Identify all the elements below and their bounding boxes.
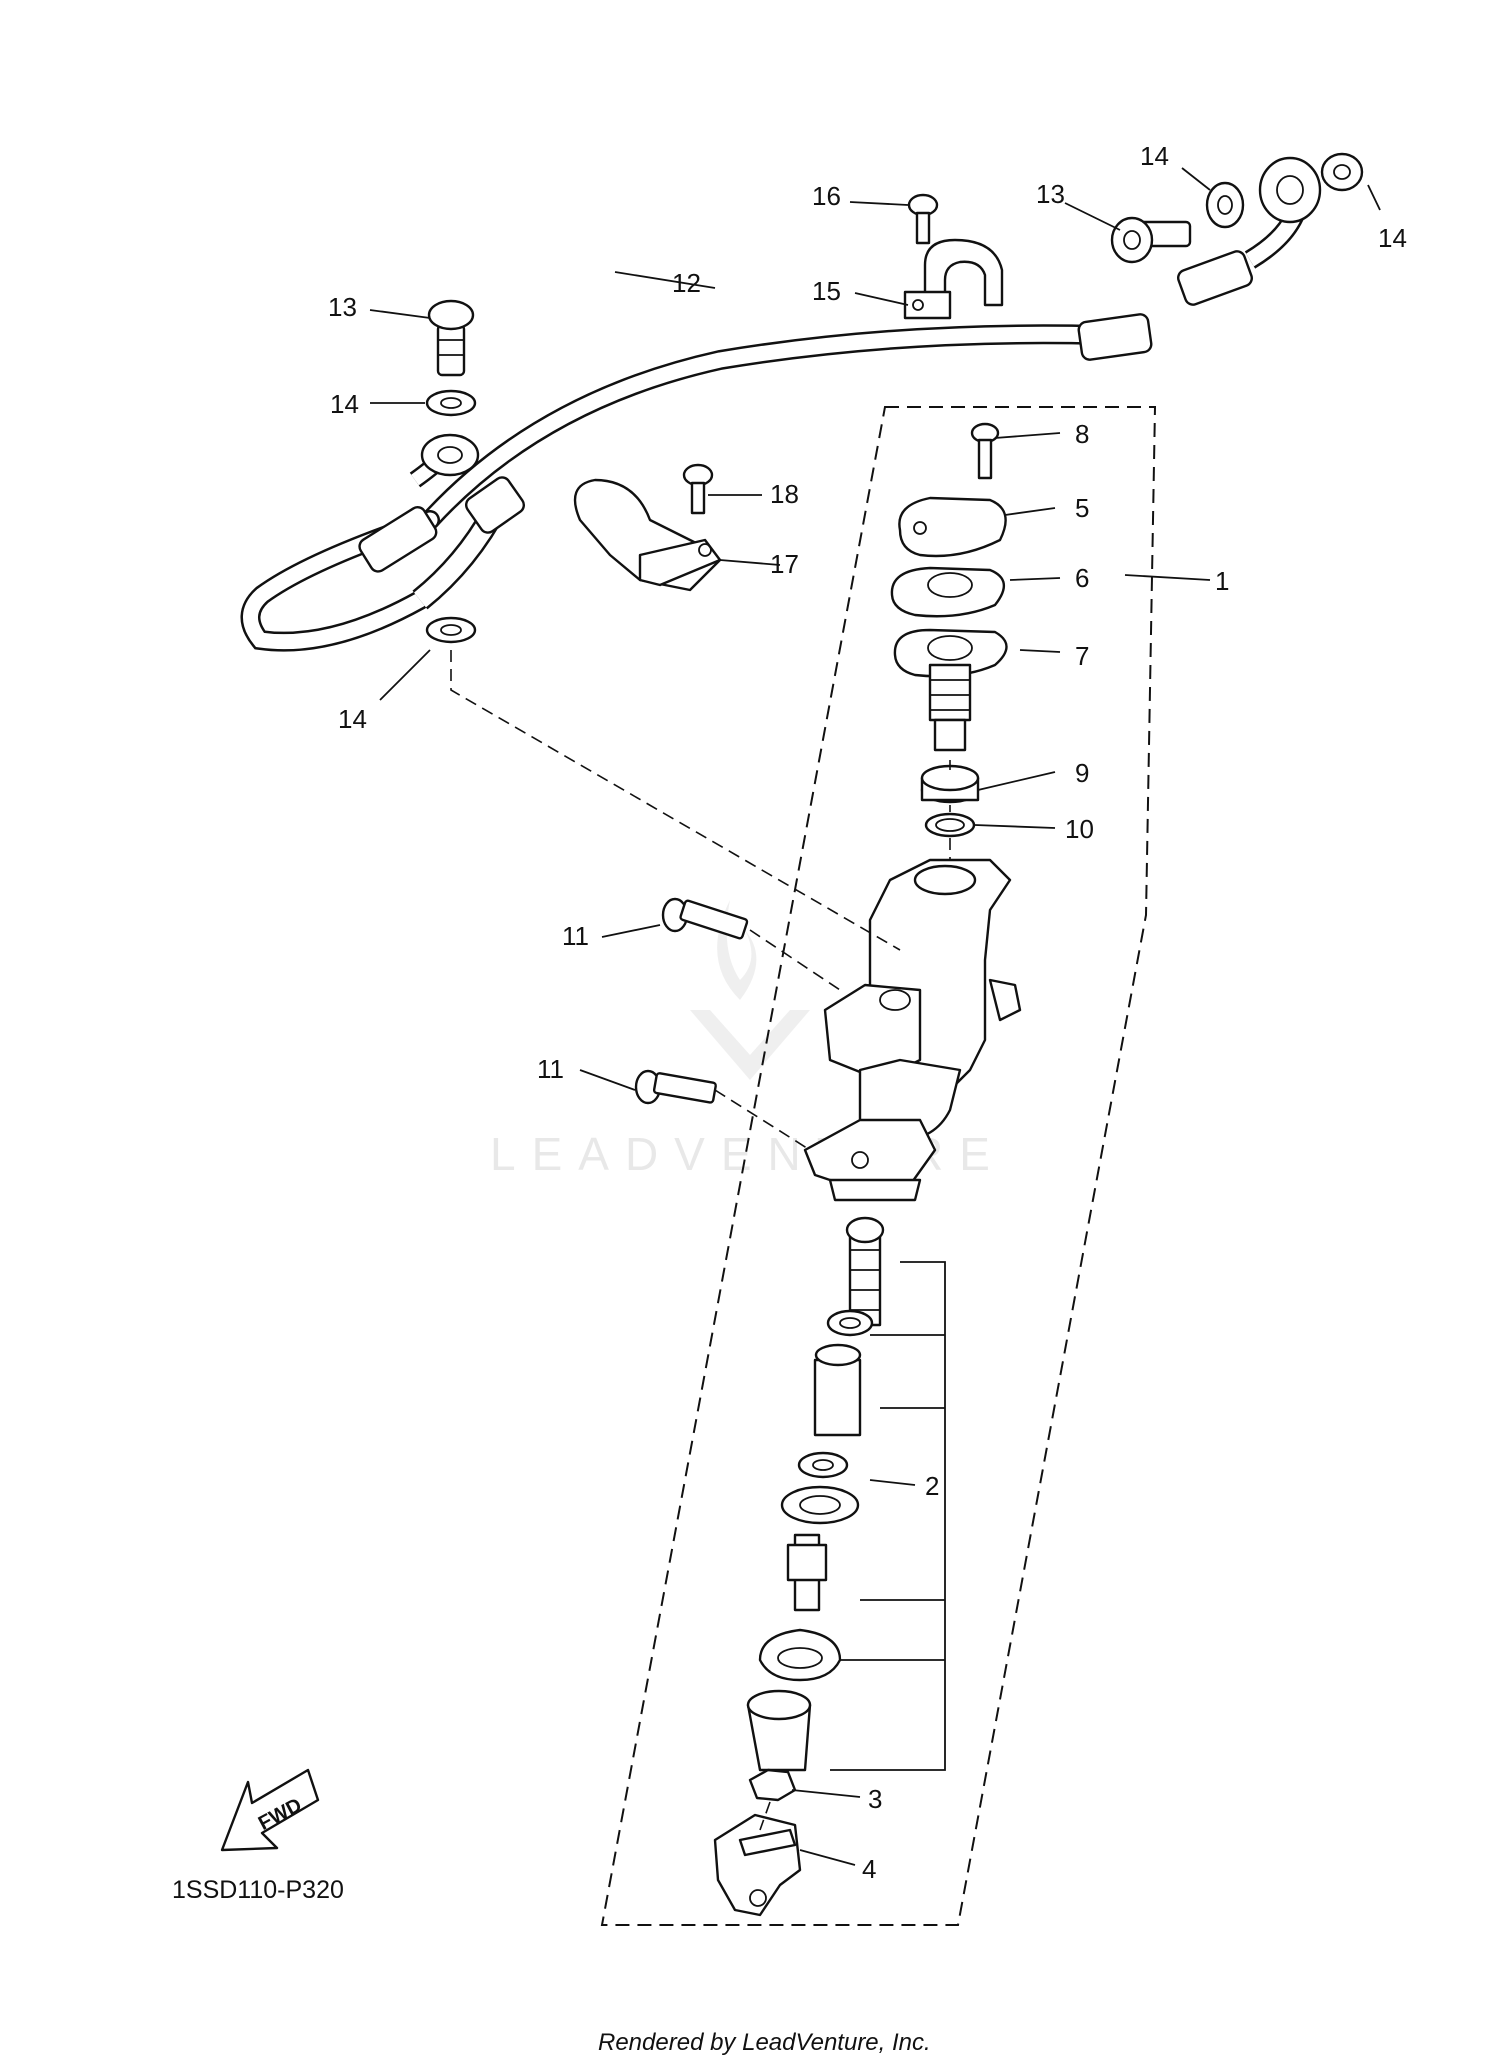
brake-hose — [240, 189, 1310, 652]
hose-clamp-15 — [903, 238, 1004, 320]
assembly-line-hose — [450, 650, 901, 951]
piston-kit-bracket — [830, 1261, 946, 1771]
union-bolt-left — [427, 299, 475, 377]
screw-18 — [682, 463, 714, 515]
callout-14-right-upper: 14 — [1140, 141, 1169, 171]
assembly-line-clevis — [759, 1801, 771, 1831]
callout-6: 6 — [1075, 563, 1089, 593]
callout-15: 15 — [812, 276, 841, 306]
callout-14-left-upper: 14 — [330, 389, 359, 419]
banjo-fitting-left — [420, 433, 480, 477]
screw-16 — [907, 193, 939, 245]
diagram-code: 1SSD110-P320 — [172, 1876, 344, 1904]
callout-1: 1 — [1215, 566, 1229, 596]
callout-3: 3 — [868, 1784, 882, 1814]
callout-13-right: 13 — [1036, 179, 1065, 209]
assembly-boundary — [600, 406, 1157, 1926]
bolt-11-lower — [634, 1069, 717, 1105]
leader-lines — [369, 167, 1381, 1866]
washer-14-b — [425, 616, 477, 644]
bolt-11-upper — [661, 897, 749, 940]
washer-14-a — [425, 389, 477, 417]
callout-4: 4 — [862, 1854, 876, 1884]
callout-18: 18 — [770, 479, 799, 509]
clevis-4 — [713, 1813, 802, 1917]
callout-13-left: 13 — [328, 292, 357, 322]
callout-5: 5 — [1075, 493, 1089, 523]
callout-11-lower: 11 — [537, 1054, 564, 1084]
callout-8: 8 — [1075, 419, 1089, 449]
piston-kit-2 — [746, 1216, 885, 1772]
circlip-10 — [924, 812, 976, 838]
callout-14-right-lower: 14 — [1378, 223, 1407, 253]
callout-14-left-lower: 14 — [338, 704, 367, 734]
callout-11-upper: 11 — [562, 921, 589, 951]
assembly-line-bolt-upper — [749, 929, 841, 991]
callout-16: 16 — [812, 181, 841, 211]
oring-9 — [920, 764, 980, 804]
render-credit: Rendered by LeadVenture, Inc. — [598, 2029, 931, 2056]
forward-arrow-icon: FWD — [220, 1768, 320, 1852]
cap-5 — [898, 496, 1007, 558]
union-bolt-right — [1110, 216, 1192, 264]
washer-14-c — [1205, 181, 1245, 229]
callout-10: 10 — [1065, 814, 1094, 844]
callout-9: 9 — [1075, 758, 1089, 788]
callout-7: 7 — [1075, 641, 1089, 671]
washer-14-d — [1320, 152, 1364, 192]
nut-3 — [748, 1768, 797, 1802]
callout-17: 17 — [770, 549, 799, 579]
hose-clamp-17 — [573, 478, 722, 592]
callouts: 1 2 3 4 5 6 7 8 9 10 11 11 12 13 13 14 1… — [328, 141, 1407, 1884]
reservoir-fitting-7 — [893, 628, 1008, 752]
callout-2: 2 — [925, 1471, 939, 1501]
banjo-fitting-right — [1258, 156, 1322, 224]
diaphragm-plate-6 — [890, 566, 1005, 618]
screw-8 — [970, 422, 1000, 480]
master-cylinder-body — [803, 858, 1022, 1202]
callout-12: 12 — [672, 268, 701, 298]
